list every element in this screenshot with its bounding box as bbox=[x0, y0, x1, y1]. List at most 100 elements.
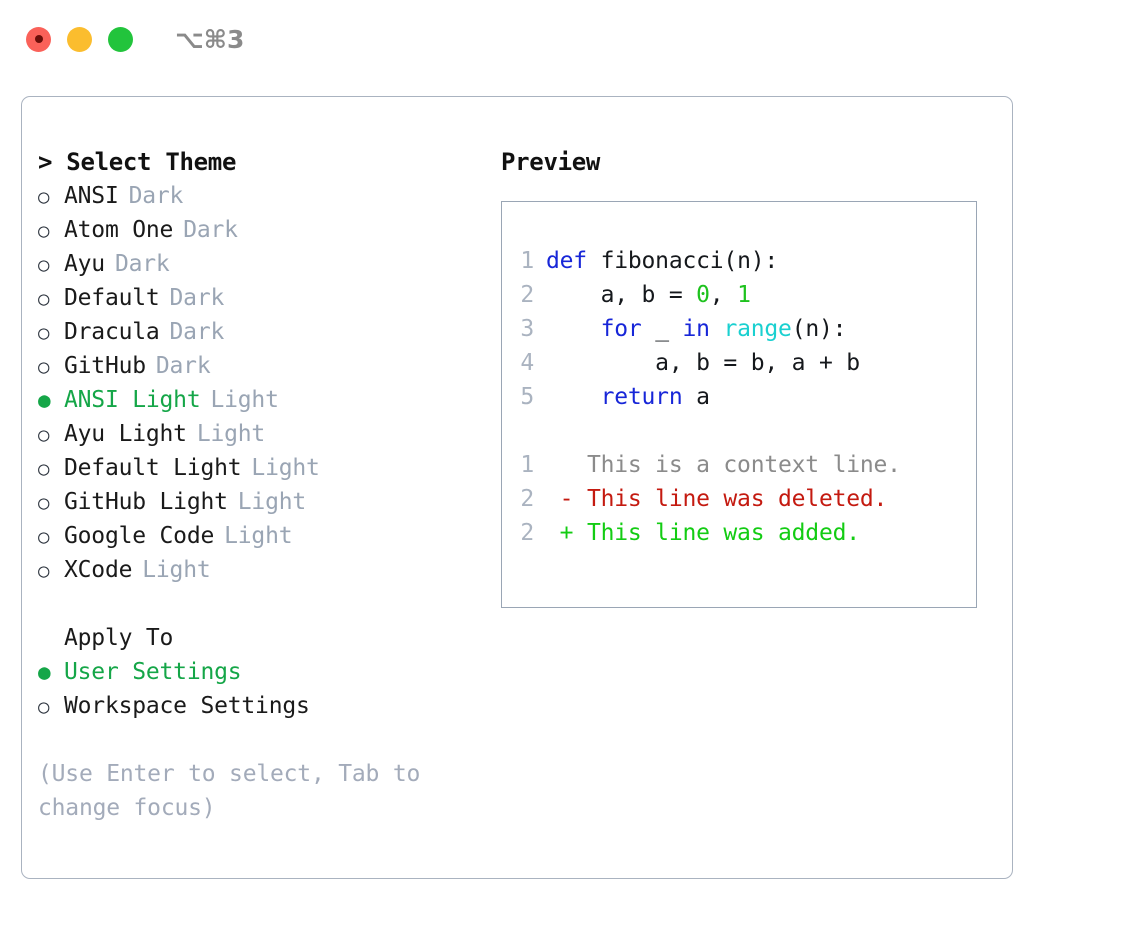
theme-option-label: ANSI bbox=[64, 183, 119, 209]
apply-to-header: Apply To bbox=[64, 625, 174, 651]
theme-variant-badge: Light bbox=[251, 455, 320, 481]
apply-to-option-workspace-settings[interactable]: ○ Workspace Settings bbox=[38, 689, 478, 723]
title-bar: ⌥⌘3 bbox=[0, 0, 1140, 78]
theme-option-label: GitHub Light bbox=[64, 489, 228, 515]
minimize-button[interactable] bbox=[67, 26, 92, 52]
apply-to-list: ● User Settings ○ Workspace Settings bbox=[38, 655, 478, 723]
token-plain bbox=[546, 384, 601, 410]
line-number: 5 bbox=[520, 384, 534, 410]
theme-option-ayu-light[interactable]: ○ Ayu Light Light bbox=[38, 417, 478, 451]
code-text: return a bbox=[546, 380, 710, 414]
theme-option-default-light[interactable]: ○ Default Light Light bbox=[38, 451, 478, 485]
theme-variant-badge: Dark bbox=[155, 353, 211, 379]
apply-to-option-label: User Settings bbox=[64, 659, 242, 685]
theme-variant-badge: Light bbox=[224, 523, 293, 549]
theme-option-label: Atom One bbox=[64, 217, 174, 243]
radio-unselected-icon: ○ bbox=[38, 458, 50, 480]
close-button[interactable] bbox=[26, 26, 51, 52]
token-plain: fibonacci(n): bbox=[600, 248, 779, 274]
token-plain: (n): bbox=[791, 316, 847, 342]
keyboard-shortcut-label: ⌥⌘3 bbox=[175, 24, 245, 54]
diff-text: + This line was added. bbox=[546, 516, 860, 550]
code-line: 3 for _ in range(n): bbox=[502, 312, 976, 346]
line-number: 2 bbox=[520, 486, 534, 512]
token-plain: _ bbox=[641, 316, 683, 342]
theme-option-label: Ayu Light bbox=[64, 421, 187, 447]
radio-unselected-icon: ○ bbox=[38, 424, 50, 446]
theme-option-label: ANSI Light bbox=[64, 387, 201, 413]
maximize-button[interactable] bbox=[108, 26, 133, 52]
token-plain: , bbox=[709, 282, 738, 308]
token-num: 0 bbox=[696, 282, 710, 308]
theme-option-dracula[interactable]: ○ Dracula Dark bbox=[38, 315, 478, 349]
radio-unselected-icon: ○ bbox=[38, 254, 50, 276]
line-number: 2 bbox=[520, 282, 534, 308]
theme-variant-badge: Dark bbox=[183, 217, 238, 243]
code-text: def fibonacci(n): bbox=[546, 244, 778, 278]
token-kw: def bbox=[546, 248, 601, 274]
theme-variant-badge: Dark bbox=[169, 285, 225, 311]
code-text: for _ in range(n): bbox=[546, 312, 847, 346]
theme-variant-badge: Dark bbox=[169, 319, 225, 345]
theme-variant-badge: Light bbox=[210, 387, 279, 413]
theme-variant-badge: Light bbox=[196, 421, 266, 447]
code-line: 4 a, b = b, a + b bbox=[502, 346, 976, 380]
token-kw: return bbox=[600, 384, 683, 410]
token-plain: a, b = b, a + b bbox=[546, 350, 860, 376]
select-theme-header: > Select Theme bbox=[38, 148, 237, 176]
window-controls bbox=[26, 26, 133, 52]
line-number: 2 bbox=[520, 520, 534, 546]
theme-option-label: Google Code bbox=[64, 523, 215, 549]
line-number: 1 bbox=[520, 452, 534, 478]
code-line: 5 return a bbox=[502, 380, 976, 414]
token-plain bbox=[710, 316, 724, 342]
diff-text: - This line was deleted. bbox=[546, 482, 888, 516]
line-number: 4 bbox=[520, 350, 534, 376]
token-del: - This line was deleted. bbox=[546, 486, 888, 512]
code-text: a, b = 0, 1 bbox=[546, 278, 751, 312]
token-plain: a bbox=[682, 384, 710, 410]
radio-unselected-icon: ○ bbox=[38, 492, 50, 514]
token-kw: for bbox=[600, 316, 642, 342]
apply-to-option-user-settings[interactable]: ● User Settings bbox=[38, 655, 478, 689]
theme-variant-badge: Dark bbox=[114, 251, 170, 277]
radio-unselected-icon: ○ bbox=[38, 322, 50, 344]
theme-option-google-code[interactable]: ○ Google Code Light bbox=[38, 519, 478, 553]
radio-unselected-icon: ○ bbox=[38, 356, 50, 378]
theme-option-github[interactable]: ○ GitHub Dark bbox=[38, 349, 478, 383]
radio-unselected-icon: ○ bbox=[38, 696, 50, 718]
code-diff-separator bbox=[502, 414, 976, 448]
theme-option-label: GitHub bbox=[64, 353, 146, 379]
radio-unselected-icon: ○ bbox=[38, 560, 50, 582]
diff-line: 2 - This line was deleted. bbox=[502, 482, 976, 516]
token-plain: a, b = bbox=[546, 282, 697, 308]
radio-unselected-icon: ○ bbox=[38, 288, 50, 310]
diff-line: 2 + This line was added. bbox=[502, 516, 976, 550]
theme-option-label: Dracula bbox=[64, 319, 160, 345]
token-kw: in bbox=[682, 316, 710, 342]
radio-unselected-icon: ○ bbox=[38, 526, 50, 548]
radio-selected-icon: ● bbox=[38, 660, 51, 684]
line-number: 3 bbox=[520, 316, 534, 342]
diff-text: This is a context line. bbox=[546, 448, 901, 482]
token-add: + This line was added. bbox=[546, 520, 860, 546]
apply-to-option-label: Workspace Settings bbox=[64, 693, 310, 719]
theme-option-label: Default Light bbox=[64, 455, 242, 481]
theme-variant-badge: Dark bbox=[128, 183, 184, 209]
keyboard-hint-text: (Use Enter to select, Tab to change focu… bbox=[38, 761, 421, 821]
diff-sample: 1 This is a context line.2 - This line w… bbox=[502, 448, 976, 550]
